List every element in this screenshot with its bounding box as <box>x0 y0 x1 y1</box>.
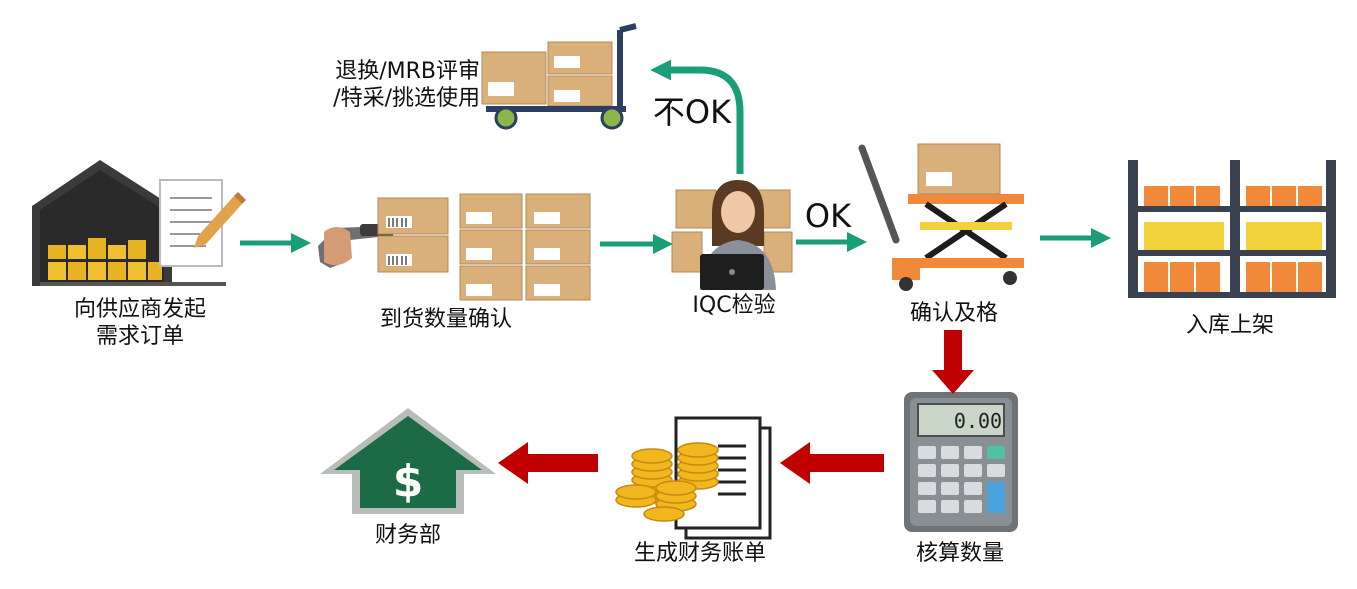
warehouse-icon <box>32 160 246 286</box>
step-bill-label: 生成财务账单 <box>633 541 766 566</box>
calculator-icon <box>904 392 1018 532</box>
arrow-bill-to-finance <box>498 442 598 484</box>
reject-line2: /特采/挑选使用 <box>333 86 480 111</box>
step-count-label: 核算数量 <box>915 541 1004 566</box>
arrow-confirm-to-count <box>932 330 974 394</box>
step-demand-line2: 需求订单 <box>95 324 184 349</box>
shelf-icon <box>1128 160 1336 298</box>
lift-table-icon <box>858 143 1024 291</box>
step-demand-label: 向供应商发起 需求订单 <box>30 296 250 350</box>
step-confirm-label: 确认及格 <box>909 301 998 326</box>
scanner-icon <box>318 224 394 268</box>
inspector-icon <box>671 180 793 290</box>
branch-ok-label: OK <box>804 197 852 235</box>
arrow-iqc-to-reject <box>650 59 744 174</box>
reject-label: 退换/MRB评审 /特采/挑选使用 <box>296 58 480 112</box>
step-finance-label: 财务部 <box>374 523 441 548</box>
dollar-house-icon <box>320 408 496 514</box>
step-store-label: 入库上架 <box>1185 313 1274 338</box>
branch-not-ok-label: 不OK <box>652 93 732 131</box>
step-iqc-label: IQC检验 <box>692 293 776 318</box>
reject-line1: 退换/MRB评审 <box>335 59 480 84</box>
step-demand-line1: 向供应商发起 <box>73 297 206 322</box>
box-stack-arrival <box>377 193 591 301</box>
cart-icon <box>481 23 637 130</box>
dollar-symbol: $ <box>393 456 424 507</box>
coins-document-icon <box>615 416 772 540</box>
arrow-count-to-bill <box>780 442 884 484</box>
step-receive-label: 到货数量确认 <box>379 307 512 332</box>
calculator-display: 0.00 <box>954 409 1002 433</box>
